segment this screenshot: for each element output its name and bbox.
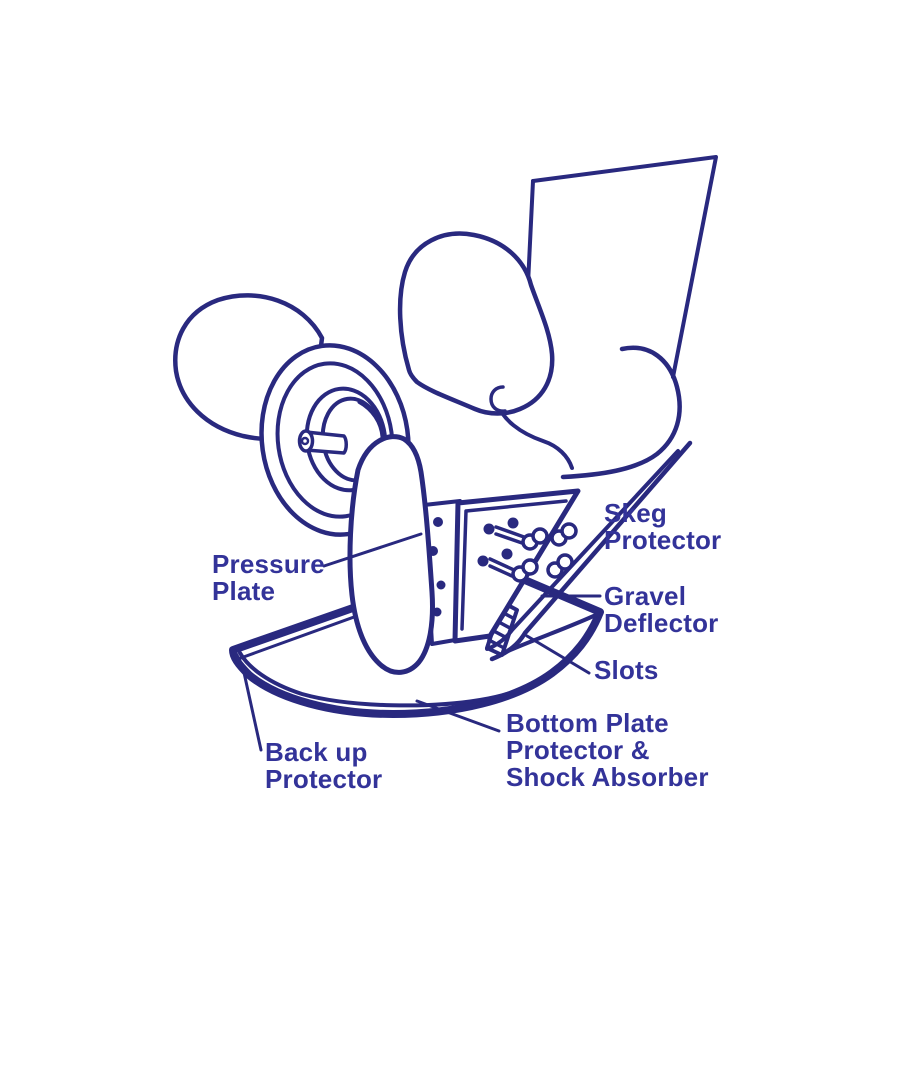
leader-pressure-plate (322, 532, 423, 568)
label-bottom-plate-protector: Bottom Plate Protector & Shock Absorber (506, 710, 709, 791)
leader-slots (525, 634, 591, 675)
skeg-protector-rivet (477, 555, 489, 567)
leg-left-edge (526, 179, 535, 286)
bolt-head (521, 558, 539, 576)
label-line: Pressure (212, 549, 325, 579)
label-line: Back up (265, 737, 368, 767)
hull-curve (560, 345, 682, 480)
label-line: Deflector (604, 608, 719, 638)
bolt-head (531, 527, 549, 545)
leader-bottom-plate-protector (415, 699, 501, 733)
shaft-end-cap (297, 429, 315, 453)
shock-absorber-bend-edge (506, 612, 600, 653)
pressure-plate-rivet (433, 517, 443, 527)
label-line: Protector & (506, 735, 650, 765)
label-line: Skeg (604, 498, 667, 528)
gravel-deflector (485, 440, 693, 662)
outboard-leg (526, 155, 718, 379)
skeg-protector-rivet (483, 523, 495, 535)
leader-lines (241, 532, 602, 752)
bolt-shank (488, 557, 516, 578)
leg-right-edge (531, 155, 718, 379)
skeg-protector-inset-line (460, 499, 568, 631)
bottom-plate-front-tip (230, 647, 242, 664)
bolt-head (560, 522, 578, 540)
bottom-plate-rim-line (238, 617, 599, 708)
label-line: Slots (594, 655, 659, 685)
label-line: Shock Absorber (506, 762, 709, 792)
propeller-shaft (297, 429, 348, 455)
propeller (173, 231, 555, 675)
pressure-plate-rivet (436, 580, 446, 590)
blade-top-curl (489, 385, 507, 413)
label-line: Protector (604, 525, 722, 555)
skeg-protector-rivet (507, 517, 519, 529)
skeg-protector-rivet (501, 548, 513, 560)
mounting-bolts (488, 522, 578, 583)
bolt-shank (494, 525, 526, 545)
shaft-pin-hole (300, 436, 310, 446)
deflector-inner-edge (485, 449, 680, 651)
bolt-head (556, 553, 574, 571)
gearcase-outline (495, 401, 574, 470)
label-gravel-deflector: Gravel Deflector (604, 583, 719, 637)
label-pressure-plate: Pressure Plate (212, 551, 325, 605)
propeller-blade-bottom (347, 434, 435, 675)
label-slots: Slots (594, 657, 659, 684)
propeller-blade-top (397, 231, 555, 416)
label-line: Gravel (604, 581, 687, 611)
label-back-up-protector: Back up Protector (265, 739, 382, 793)
label-line: Bottom Plate (506, 708, 669, 738)
label-line: Protector (265, 764, 383, 794)
label-skeg-protector: Skeg Protector (604, 500, 721, 554)
leader-back-up-protector (241, 666, 263, 752)
label-line: Plate (212, 576, 276, 606)
deflector-outer-edge (489, 440, 693, 662)
